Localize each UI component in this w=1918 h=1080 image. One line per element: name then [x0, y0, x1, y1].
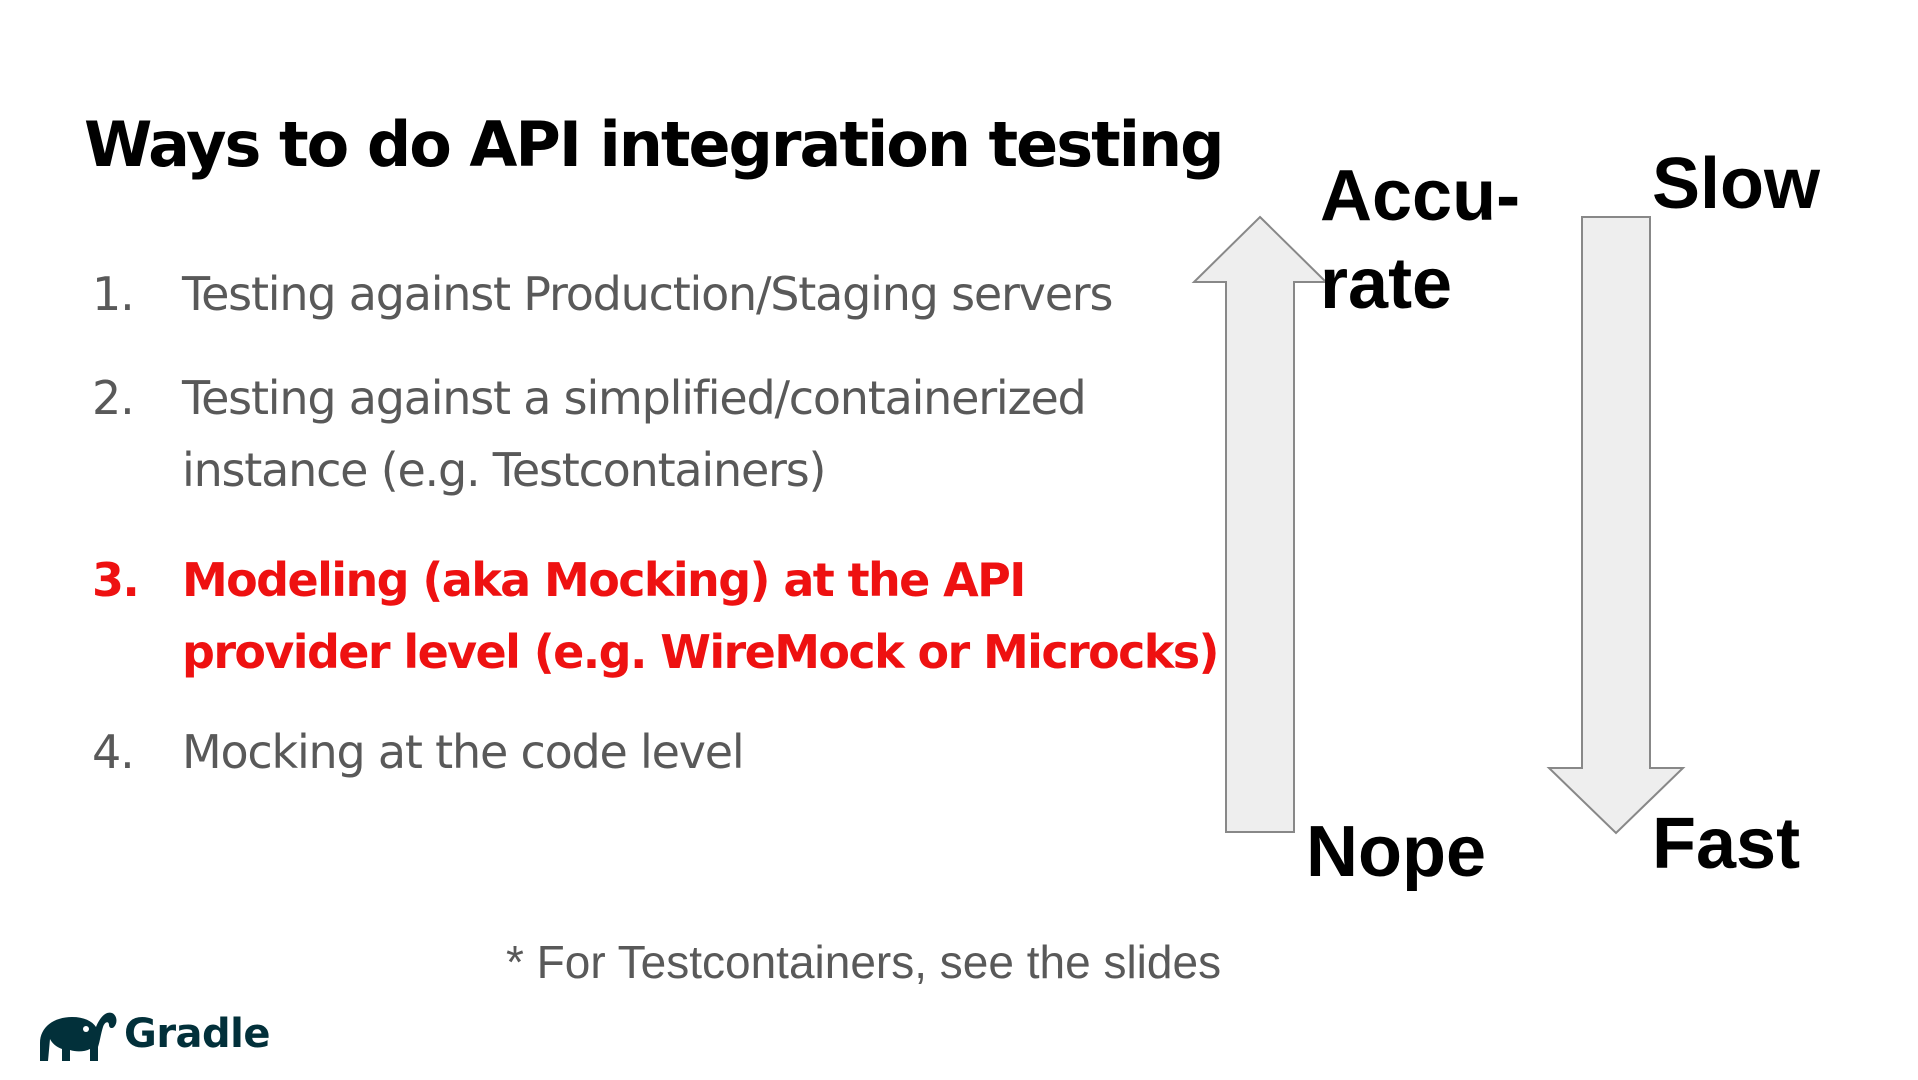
- list-item-line: Testing against a simplified/containeriz…: [182, 371, 1087, 425]
- fast-label: Fast: [1652, 804, 1801, 884]
- accurate-label-line: rate: [1320, 244, 1453, 324]
- list-item-line: Modeling (aka Mocking) at the API: [182, 553, 1026, 607]
- gradle-elephant-icon: [40, 1012, 117, 1061]
- gradle-logo: Gradle: [34, 1000, 271, 1068]
- list-item-number: 3.: [92, 553, 140, 607]
- accurate-label-line: Accu-: [1320, 156, 1521, 236]
- slide-title: Ways to do API integration testing: [84, 108, 1225, 181]
- slow-label: Slow: [1652, 144, 1821, 224]
- logo-text: Gradle: [124, 1011, 271, 1057]
- accurate-label: Accu- rate: [1320, 152, 1520, 328]
- list-item-number: 1.: [92, 267, 135, 321]
- list-item-highlighted: 3. Modeling (aka Mocking) at the API pro…: [92, 544, 1220, 688]
- list-item-line: Mocking at the code level: [182, 725, 745, 779]
- list-item: 4. Mocking at the code level: [92, 716, 745, 788]
- list-item: 1. Testing against Production/Staging se…: [92, 258, 1113, 330]
- list-item-line: instance (e.g. Testcontainers): [182, 443, 826, 497]
- list-item-number: 4.: [92, 725, 135, 779]
- footnote: * For Testcontainers, see the slides: [506, 936, 1222, 988]
- list-item-number: 2.: [92, 371, 135, 425]
- list-item: 2. Testing against a simplified/containe…: [92, 362, 1087, 506]
- down-arrow-icon: [1546, 216, 1686, 835]
- up-arrow-icon: [1191, 215, 1329, 833]
- list-item-line: provider level (e.g. WireMock or Microck…: [182, 625, 1220, 679]
- nope-label: Nope: [1306, 812, 1486, 892]
- list-item-line: Testing against Production/Staging serve…: [182, 267, 1113, 321]
